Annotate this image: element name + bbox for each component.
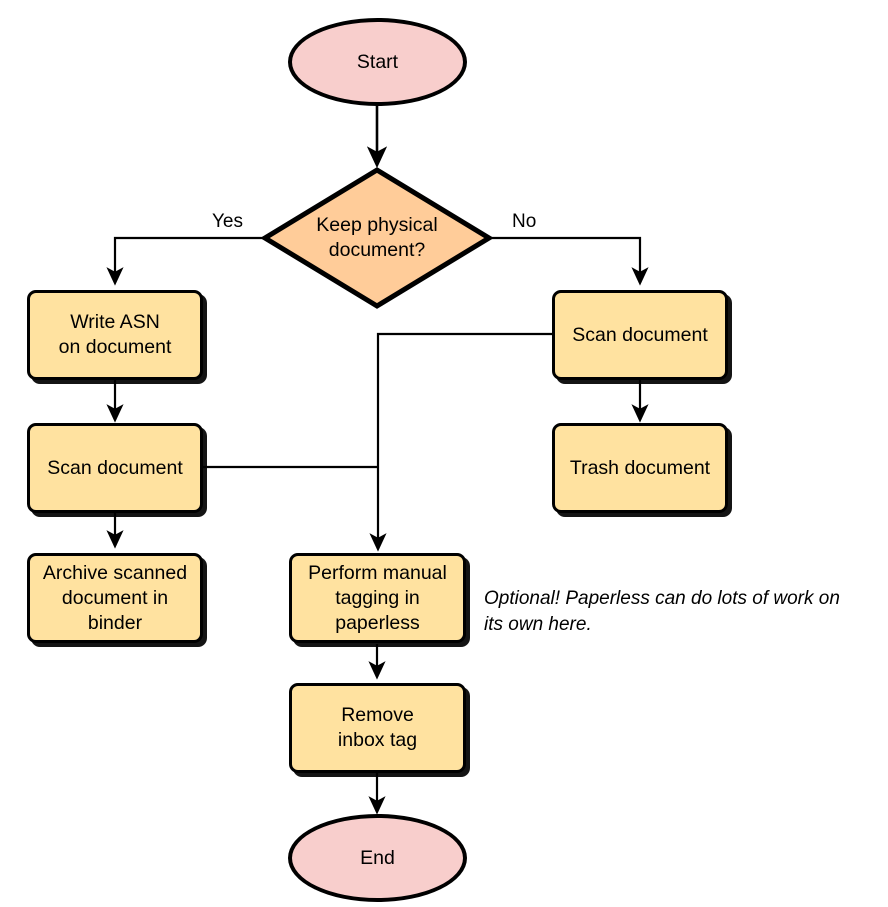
- node-scan-document-left-label: Scan document: [47, 456, 183, 479]
- node-trash-document[interactable]: Trash document: [552, 423, 728, 513]
- node-remove-inbox-tag[interactable]: Remove inbox tag: [289, 683, 466, 773]
- node-scan-document-left[interactable]: Scan document: [27, 423, 203, 513]
- node-end[interactable]: End: [288, 814, 467, 902]
- node-decision-keep-physical-document[interactable]: Keep physical document?: [262, 167, 492, 309]
- node-remove-inbox-tag-label: Remove inbox tag: [337, 704, 418, 751]
- edge-decision-yes-to-write-asn: [106, 236, 264, 286]
- node-write-asn[interactable]: Write ASN on document: [27, 290, 203, 380]
- node-perform-manual-tagging[interactable]: Perform manual tagging in paperless: [289, 553, 466, 643]
- node-decision-label: Keep physical document?: [316, 214, 438, 261]
- diamond-shape: [262, 167, 492, 309]
- node-scan-document-right[interactable]: Scan document: [552, 290, 728, 380]
- edge-decision-no-to-scan-right: [490, 236, 649, 286]
- node-start[interactable]: Start: [288, 18, 467, 106]
- annotation-optional-note: Optional! Paperless can do lots of work …: [484, 588, 840, 635]
- node-archive-scanned-document[interactable]: Archive scanned document in binder: [27, 553, 203, 643]
- node-trash-document-label: Trash document: [569, 456, 711, 479]
- edge-label-yes: Yes: [210, 211, 245, 233]
- node-start-label: Start: [356, 50, 399, 73]
- edge-label-no: No: [510, 211, 539, 233]
- node-end-label: End: [360, 846, 395, 869]
- edge-scan-right-to-tagging: [369, 332, 552, 552]
- node-scan-document-right-label: Scan document: [572, 323, 708, 346]
- node-write-asn-label: Write ASN on document: [58, 311, 172, 358]
- node-perform-manual-tagging-label: Perform manual tagging in paperless: [308, 561, 447, 634]
- node-archive-scanned-document-label: Archive scanned document in binder: [42, 561, 188, 634]
